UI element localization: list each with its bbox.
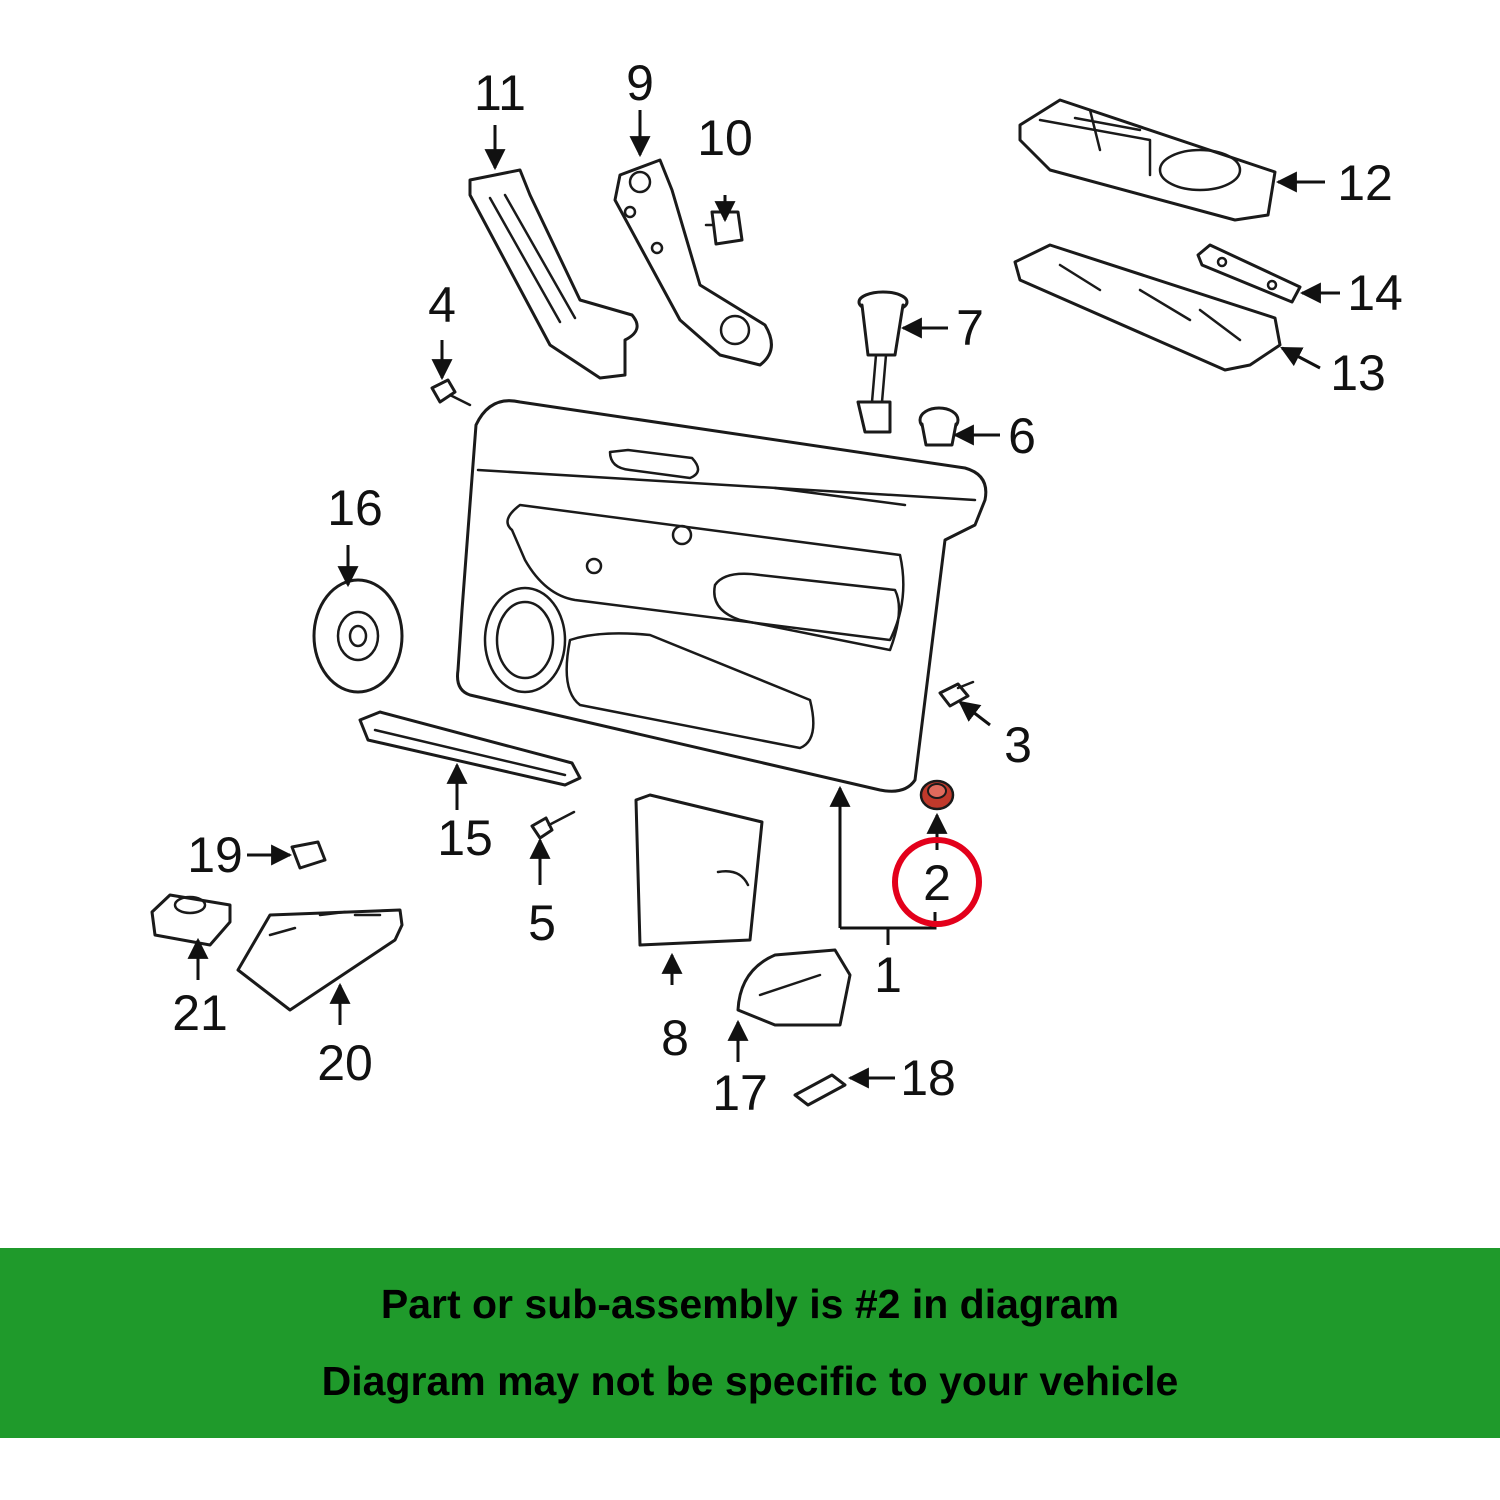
pull-handle-part-11 bbox=[468, 168, 639, 380]
window-switch-part-20 bbox=[236, 908, 404, 1012]
callout-17: 17 bbox=[712, 1065, 768, 1121]
switch-bezel-part-12 bbox=[1018, 98, 1277, 222]
armrest-bracket-part-13 bbox=[1013, 243, 1282, 372]
reflector-strip-part-15 bbox=[358, 710, 582, 787]
callout-8: 8 bbox=[661, 1010, 689, 1066]
leader-lines bbox=[187, 110, 1340, 1089]
info-banner: Part or sub-assembly is #2 in diagram Di… bbox=[0, 1248, 1500, 1438]
callout-18: 18 bbox=[900, 1050, 956, 1106]
door-pocket-part-8 bbox=[634, 793, 764, 947]
highlight-circle bbox=[892, 837, 982, 927]
callout-2: 2 bbox=[923, 855, 951, 911]
callout-12: 12 bbox=[1337, 155, 1393, 211]
callout-13: 13 bbox=[1330, 345, 1386, 401]
callout-3: 3 bbox=[1004, 717, 1032, 773]
parts-diagram: 1 2 3 4 5 6 7 8 9 10 11 12 13 14 15 16 1… bbox=[150, 55, 1403, 1121]
screw-part-3 bbox=[938, 680, 975, 708]
callout-16: 16 bbox=[327, 480, 383, 536]
speaker-part-16 bbox=[312, 578, 404, 694]
callout-15: 15 bbox=[437, 810, 493, 866]
callout-9: 9 bbox=[626, 55, 654, 111]
grommet-part-6 bbox=[918, 406, 960, 447]
callout-20: 20 bbox=[317, 1035, 373, 1091]
callout-14: 14 bbox=[1347, 265, 1403, 321]
banner-part-note: Part or sub-assembly is #2 in diagram bbox=[380, 1281, 1120, 1327]
callout-21: 21 bbox=[172, 985, 228, 1041]
mirror-switch-part-21 bbox=[150, 893, 232, 947]
door-trim-panel bbox=[456, 399, 988, 793]
callout-6: 6 bbox=[1008, 408, 1036, 464]
clip-part-19 bbox=[290, 840, 327, 870]
trim-plate-part-14 bbox=[1196, 243, 1302, 304]
bulb-part-18 bbox=[793, 1073, 847, 1107]
lock-rod-part-7 bbox=[856, 290, 909, 434]
callout-labels: 1 2 3 4 5 6 7 8 9 10 11 12 13 14 15 16 1… bbox=[172, 55, 1403, 1121]
callout-5: 5 bbox=[528, 895, 556, 951]
callout-10: 10 bbox=[697, 110, 753, 166]
banner-disclaimer: Diagram may not be specific to your vehi… bbox=[321, 1358, 1179, 1404]
lamp-housing-part-17 bbox=[736, 948, 852, 1027]
retainer-clip-part-2 bbox=[919, 779, 955, 811]
screw-part-4 bbox=[430, 378, 472, 407]
callout-4: 4 bbox=[428, 277, 456, 333]
callout-7: 7 bbox=[956, 300, 984, 356]
callout-19: 19 bbox=[187, 827, 243, 883]
callout-11: 11 bbox=[474, 65, 526, 121]
screw-part-5 bbox=[530, 810, 576, 840]
handle-bracket-part-9 bbox=[613, 158, 773, 367]
callout-1: 1 bbox=[874, 947, 902, 1003]
